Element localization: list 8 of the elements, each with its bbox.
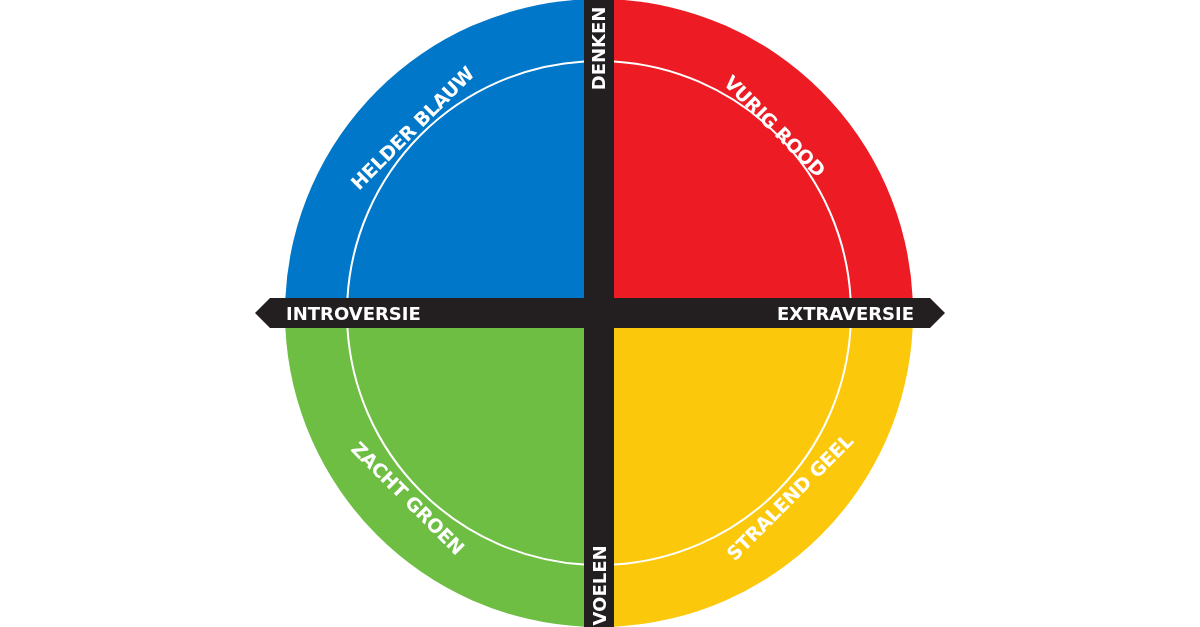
axis-label: EXTRAVERSIE: [777, 302, 915, 324]
quadrant-segment: [614, 0, 913, 298]
axis-label: VOELEN: [588, 545, 610, 625]
axis-label: INTROVERSIE: [286, 302, 421, 324]
quadrant-segment: [285, 0, 584, 298]
quadrant-segment: [285, 328, 584, 627]
axis-label: DENKEN: [588, 6, 610, 90]
quadrant-segment: [614, 328, 913, 627]
